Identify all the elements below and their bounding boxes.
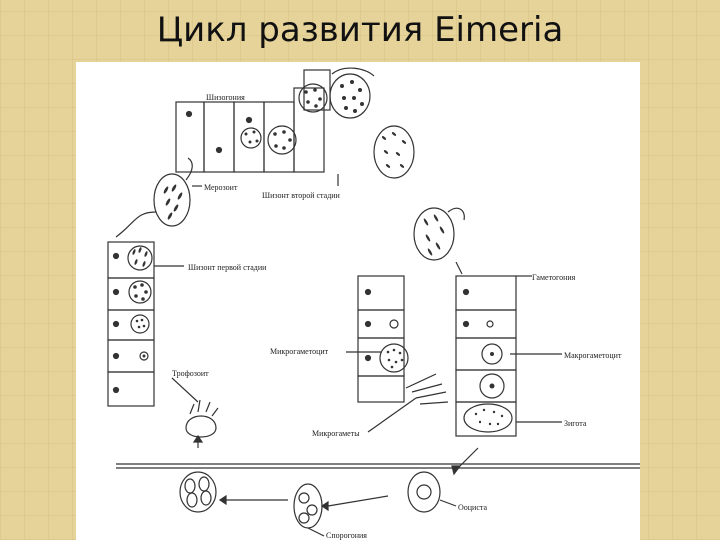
label-macrogametocyte: Макрогаметоцит: [564, 351, 622, 360]
merozoite-cluster: [153, 157, 202, 227]
label-gametogony: Гаметогония: [532, 273, 576, 282]
right-epithelium: [455, 275, 562, 437]
sporulated-oocyst: [179, 471, 288, 513]
diagram-sheet: Шизогония Мерозоит Шизонт второй стадии …: [76, 62, 640, 540]
schizogony-epithelium: [175, 67, 415, 179]
label-trophozoite: Трофозоит: [172, 369, 209, 378]
label-oocyst: Ооциста: [458, 503, 487, 512]
eimeria-life-cycle-diagram: Шизогония Мерозоит Шизонт второй стадии …: [107, 67, 640, 540]
label-sporogony: Спорогония: [326, 531, 367, 540]
trophozoite-figure: [171, 377, 219, 448]
label-merozoite: Мерозоит: [204, 183, 238, 192]
sporogony-oocyst: [293, 483, 389, 537]
label-microgametes: Микрогаметы: [312, 429, 360, 438]
right-gamete-dots: [474, 352, 504, 426]
left-schizont-dots: [132, 247, 148, 358]
label-schizogony: Шизогония: [206, 93, 245, 102]
label-zygote: Зигота: [564, 419, 587, 428]
label-schizont-second: Шизонт второй стадии: [262, 191, 341, 200]
label-microgametocyte: Микрогаметоцит: [270, 347, 329, 356]
gut-lining: [116, 463, 640, 469]
schizont-dots-top: [244, 80, 407, 168]
slide-title: Цикл развития Eimeria: [156, 10, 564, 50]
middle-epithelium: [346, 207, 465, 403]
microgametocyte-dots: [386, 214, 445, 369]
left-epithelium: [107, 211, 184, 407]
label-schizont-first: Шизонт первой стадии: [188, 263, 267, 272]
microgametes-burst: [367, 373, 449, 433]
oocyst-figure: [407, 447, 479, 513]
